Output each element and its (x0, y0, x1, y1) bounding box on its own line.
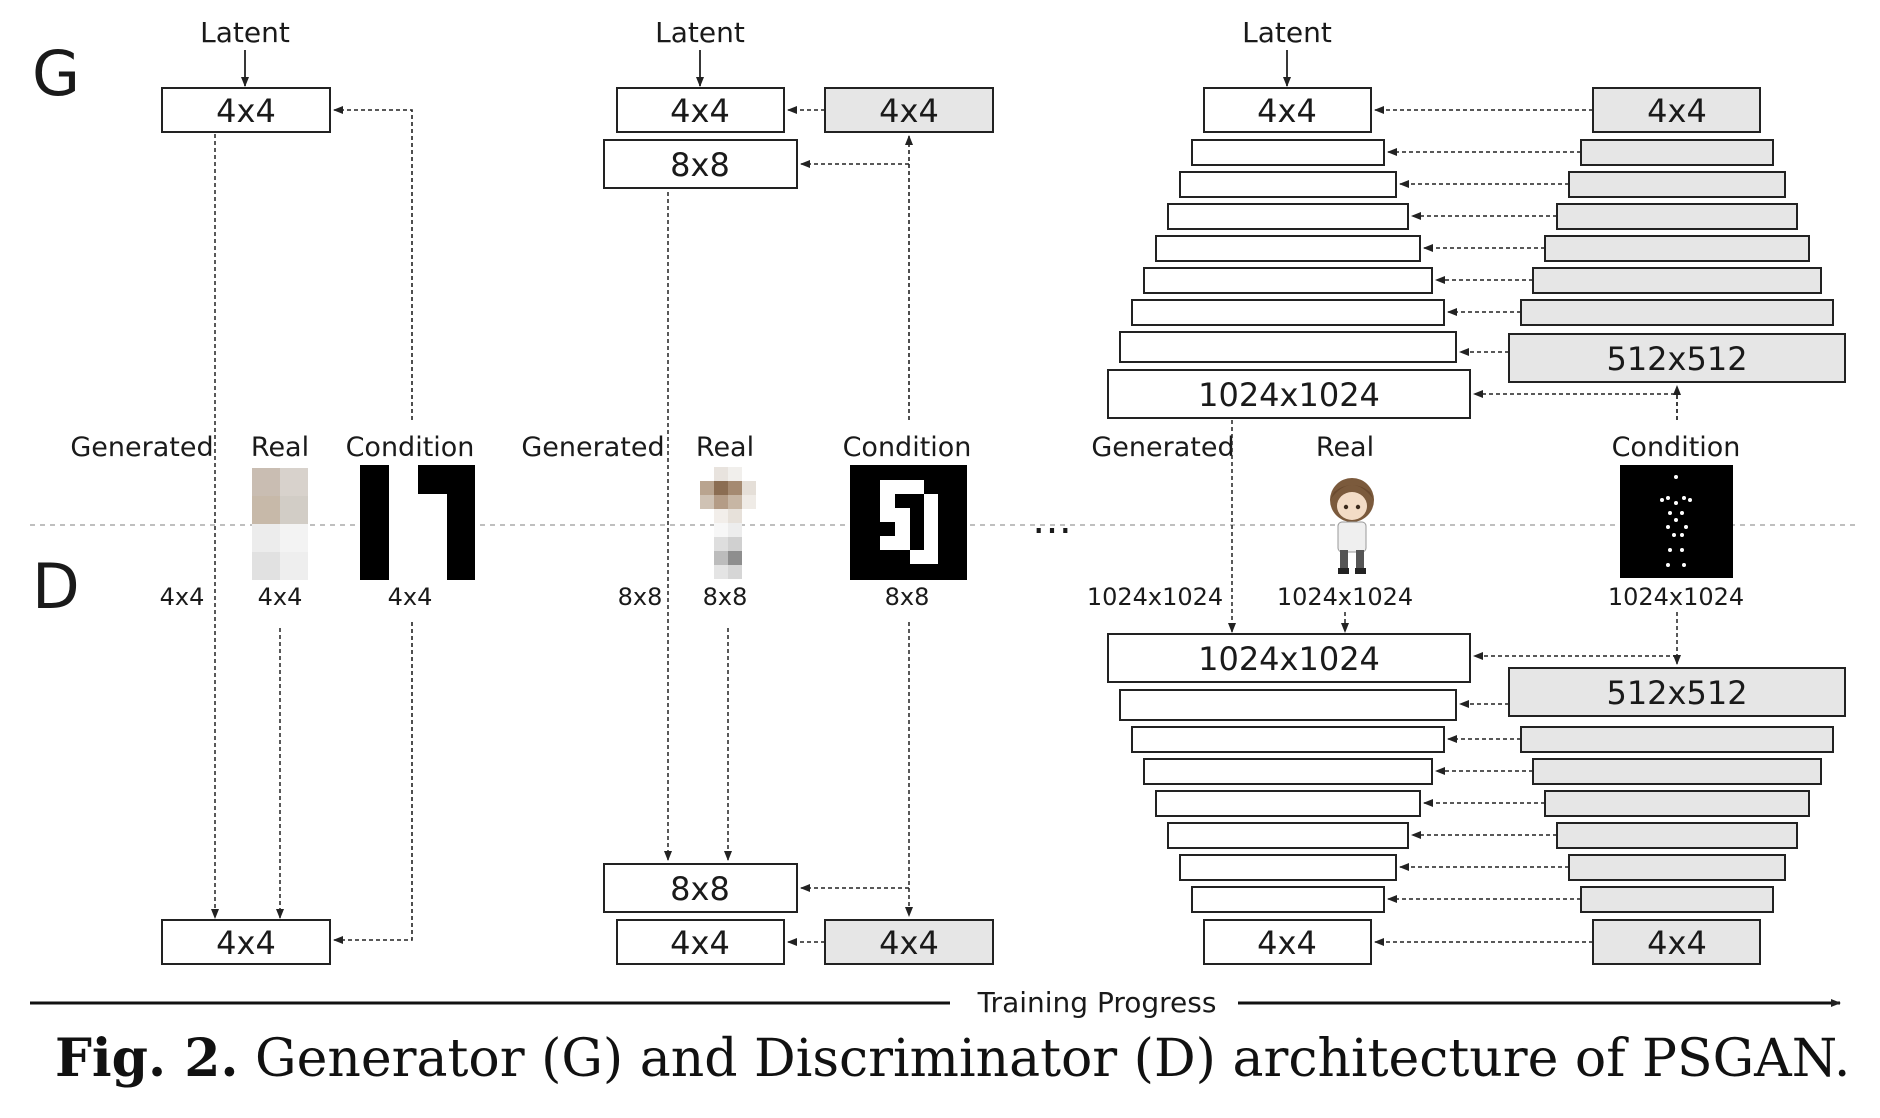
cond-block-512 (1508, 333, 1846, 383)
dis-block-4x4 (616, 919, 785, 965)
caption-prefix: Fig. 2. (55, 1028, 239, 1089)
svg-text:4x4: 4x4 (670, 92, 730, 130)
dis-cond-pyramid: 512x512 4x4 (1508, 667, 1846, 965)
svg-text:4x4: 4x4 (879, 92, 939, 130)
discriminator-label: D (32, 550, 80, 623)
condition-image-4x4 (360, 465, 475, 580)
svg-text:4x4: 4x4 (1647, 92, 1707, 130)
svg-text:Latent: Latent (1242, 16, 1332, 49)
dis-cond-block-4x4 (824, 919, 994, 965)
svg-text:1024x1024: 1024x1024 (1087, 583, 1223, 611)
ellipsis: … (1032, 497, 1072, 543)
svg-text:4x4: 4x4 (216, 924, 276, 962)
gen-pyramid: 4x4 1024x1024 (1107, 87, 1471, 419)
dis-block-8x8 (603, 863, 798, 913)
svg-text:4x4: 4x4 (670, 924, 730, 962)
real-label: Real (251, 432, 309, 463)
dis-block-4x4 (161, 919, 331, 965)
gen-block-4x4 (616, 87, 785, 133)
gen-block-1024 (1107, 369, 1471, 419)
svg-text:512x512: 512x512 (1606, 674, 1747, 712)
condition-label: Condition (346, 432, 475, 463)
dis-cond-block-512 (1508, 667, 1846, 717)
cond-block-4x4 (1592, 87, 1761, 133)
architecture-diagram: G D Latent 4x4 Generated Real Condition (30, 16, 1855, 1019)
training-progress-label: Training Progress (977, 986, 1217, 1019)
stage-2: Latent 4x4 4x4 8x8 Generated Real Condit… (521, 16, 994, 965)
svg-text:1024x1024: 1024x1024 (1198, 376, 1380, 414)
svg-text:4x4: 4x4 (160, 583, 205, 611)
svg-text:4x4: 4x4 (1647, 924, 1707, 962)
real-image-8x8 (700, 467, 756, 579)
svg-text:512x512: 512x512 (1606, 340, 1747, 378)
svg-text:Generated: Generated (521, 432, 664, 463)
svg-text:8x8: 8x8 (670, 870, 730, 908)
condition-image-8x8 (850, 465, 967, 580)
dis-cond-block-4x4 (1592, 919, 1761, 965)
svg-text:8x8: 8x8 (670, 146, 730, 184)
svg-text:4x4: 4x4 (879, 924, 939, 962)
svg-text:4x4: 4x4 (216, 92, 276, 130)
svg-text:Generated: Generated (1091, 432, 1234, 463)
real-image-1024 (1330, 478, 1374, 574)
condition-image-1024 (1620, 465, 1733, 578)
caption-text: Generator (G) and Discriminator (D) arch… (238, 1029, 1851, 1089)
figure-caption: Fig. 2. Generator (G) and Discriminator … (55, 1028, 1850, 1089)
gen-block-4x4 (1203, 87, 1372, 133)
svg-text:Condition: Condition (1612, 432, 1741, 463)
dis-pyramid: 1024x1024 4x4 (1107, 633, 1471, 965)
real-image-4x4 (252, 468, 308, 580)
svg-text:1024x1024: 1024x1024 (1198, 640, 1380, 678)
svg-text:Real: Real (696, 432, 754, 463)
dis-block-4x4 (1203, 919, 1372, 965)
svg-text:Real: Real (1316, 432, 1374, 463)
dis-block-1024 (1107, 633, 1471, 683)
svg-text:8x8: 8x8 (885, 583, 930, 611)
svg-text:Latent: Latent (655, 16, 745, 49)
svg-text:1024x1024: 1024x1024 (1277, 583, 1413, 611)
svg-text:Condition: Condition (843, 432, 972, 463)
generated-label: Generated (70, 432, 213, 463)
stage-3: Latent 4x4 1024x1024 4x4 5 (1087, 16, 1846, 965)
gen-cond-pyramid: 4x4 512x512 (1508, 87, 1846, 383)
svg-text:4x4: 4x4 (258, 583, 303, 611)
svg-text:4x4: 4x4 (1257, 924, 1317, 962)
svg-text:1024x1024: 1024x1024 (1608, 583, 1744, 611)
generator-label: G (32, 37, 80, 110)
gen-block-4x4 (161, 87, 331, 133)
latent-label: Latent (200, 16, 290, 49)
svg-text:8x8: 8x8 (703, 583, 748, 611)
svg-text:4x4: 4x4 (388, 583, 433, 611)
svg-text:8x8: 8x8 (618, 583, 663, 611)
training-progress-axis: Training Progress (30, 986, 1841, 1019)
svg-text:4x4: 4x4 (1257, 92, 1317, 130)
stage-1: Latent 4x4 Generated Real Condition 4x4 (70, 16, 475, 965)
gen-block-8x8 (603, 139, 798, 189)
